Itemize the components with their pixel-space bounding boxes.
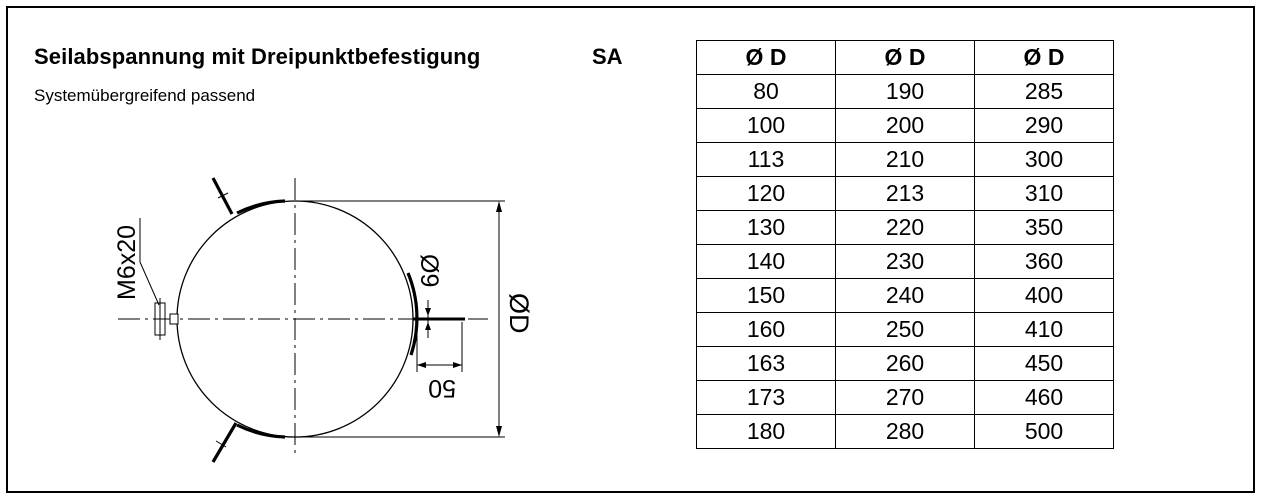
table-cell: 213 [835,176,975,211]
bolt-label: M6x20 [113,225,141,300]
diameter-label: ØD [504,293,534,334]
dim-arrow-bottom [496,426,502,437]
table-cell: 300 [974,142,1114,177]
table-cell: 150 [696,278,836,313]
clamp-band-bottom [236,423,286,439]
lug-bottom [211,422,238,463]
hole-arrow-top [425,308,431,316]
table-cell: 160 [696,312,836,347]
bolt-lug-left [169,313,179,325]
table-cell: 80 [696,74,836,109]
table-cell: 250 [835,312,975,347]
table-cell: 285 [974,74,1114,109]
hole-arrow-bottom [425,322,431,330]
table-cell: 130 [696,210,836,245]
table-cell: 230 [835,244,975,279]
table-cell: 190 [835,74,975,109]
table-header-cell: Ø D [835,40,975,75]
table-header-cell: Ø D [696,40,836,75]
table-cell: 280 [835,414,975,449]
table-cell: 400 [974,278,1114,313]
table-cell: 460 [974,380,1114,415]
table-cell: 260 [835,346,975,381]
product-subtitle: Systemübergreifend passend [34,86,256,105]
dim-arrow-top [496,201,502,212]
table-cell: 270 [835,380,975,415]
clamp-band-right [406,272,419,356]
table-header-row: Ø D Ø D Ø D [696,40,1114,75]
offset-arrow-left [417,362,426,368]
table-cell: 450 [974,346,1114,381]
table-cell: 210 [835,142,975,177]
clamp-band-top [236,199,286,215]
table-cell: 200 [835,108,975,143]
table-cell: 163 [696,346,836,381]
table-cell: 140 [696,244,836,279]
offset-arrow-right [453,362,462,368]
table-cell: 350 [974,210,1114,245]
offset-label: 50 [428,374,456,402]
table-cell: 120 [696,176,836,211]
table-cell: 290 [974,108,1114,143]
lug-top-tick [217,192,229,199]
table-header-cell: Ø D [974,40,1114,75]
table-cell: 180 [696,414,836,449]
table-cell: 500 [974,414,1114,449]
table-cell: 173 [696,380,836,415]
table-cell: 410 [974,312,1114,347]
table-cell: 360 [974,244,1114,279]
lug-bottom-tick [215,440,227,448]
table-cell: 100 [696,108,836,143]
hole-label: Ø9 [415,254,443,287]
table-cell: 310 [974,176,1114,211]
table-cell: 220 [835,210,975,245]
outer-frame [6,6,1255,493]
table-cell: 113 [696,142,836,177]
bolt-leader-line [139,218,160,306]
product-code: SA [592,44,623,69]
product-title: Seilabspannung mit Dreipunktbefestigung [34,44,481,69]
table-cell: 240 [835,278,975,313]
